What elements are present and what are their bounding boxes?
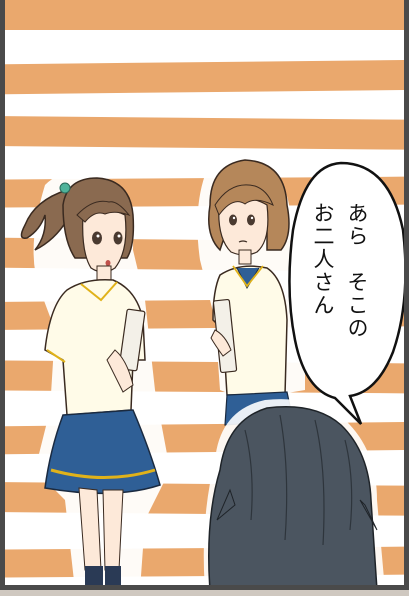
speech-bubble-shape [288,161,404,425]
speech-line-1: あら そこの [345,202,369,340]
girl-left-figure [20,171,170,585]
speech-line-2: お二人さん [311,202,335,317]
comic-illustration [20,159,404,585]
speech-bubble-text: あら そこの お二人さん [300,202,374,372]
girl-right-figure [197,159,305,426]
next-panel-edge [0,590,409,596]
boy-back-of-head [203,399,385,585]
